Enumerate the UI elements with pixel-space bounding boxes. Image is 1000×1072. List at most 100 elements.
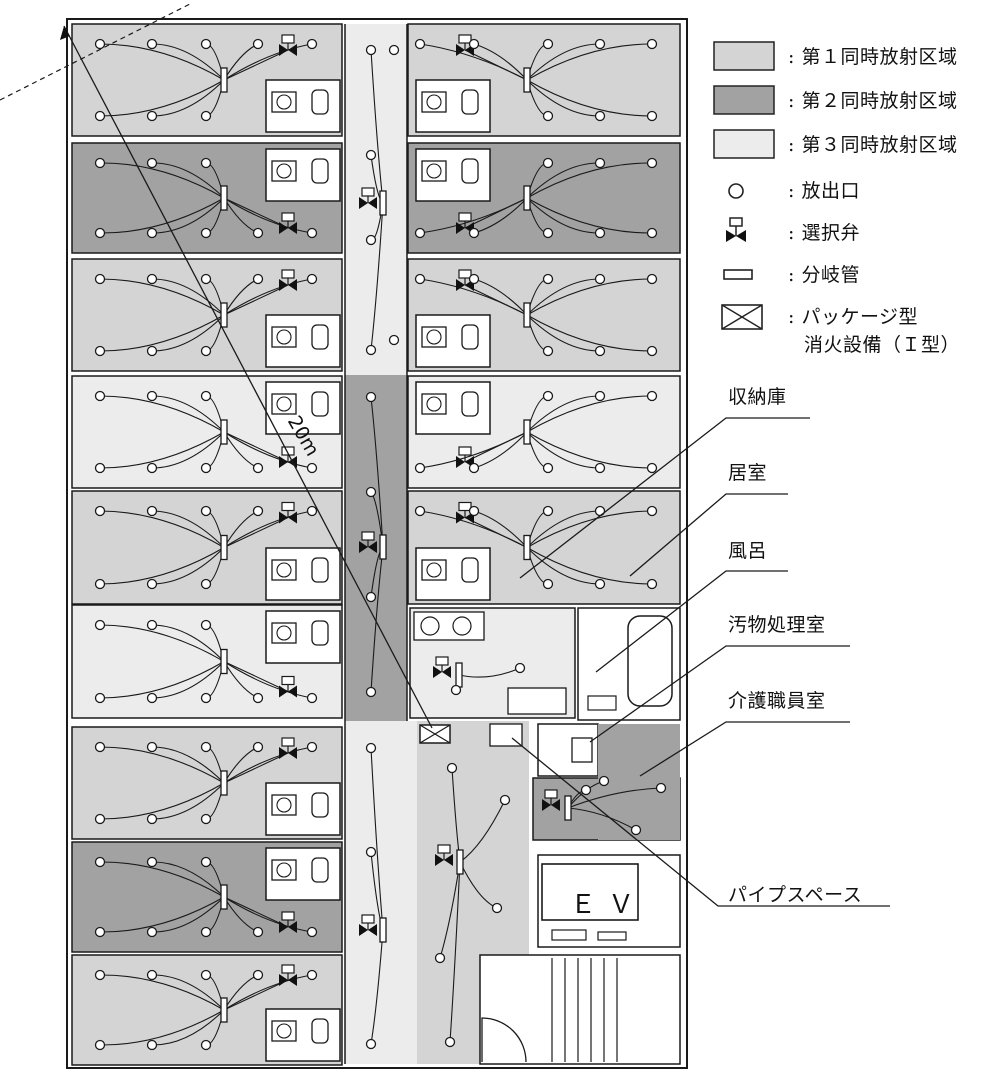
pipe-line <box>151 624 225 662</box>
outlet-icon <box>94 273 106 285</box>
outlet-icon <box>491 902 503 914</box>
pipe-line <box>99 431 225 469</box>
sink-bowl <box>276 396 292 412</box>
pipe-feed <box>223 49 289 81</box>
pipe-line <box>370 396 384 548</box>
zone2-swatch <box>713 85 775 115</box>
pipe-line <box>459 799 506 863</box>
outlet-icon <box>306 692 318 704</box>
outlet-icon <box>200 619 212 631</box>
outlet-icon <box>434 952 446 964</box>
pipe-feed <box>223 431 289 463</box>
valve-icon <box>279 685 297 698</box>
outlet-icon <box>200 462 212 474</box>
pipe-line <box>526 197 653 234</box>
branch-pipe-icon <box>523 67 531 93</box>
outlet-icon <box>542 462 554 474</box>
package-unit-icon <box>721 304 763 330</box>
legend-zone1: : 第１同時放射区域 <box>708 38 1000 74</box>
outlet-icon <box>146 856 158 868</box>
pipe-line <box>151 197 225 234</box>
valve-cap <box>437 844 451 854</box>
pipe-line <box>223 43 313 81</box>
pipe-line <box>473 43 528 81</box>
pipe-line <box>526 278 653 316</box>
pipe-line <box>151 661 225 699</box>
callout-leader <box>511 737 890 907</box>
pipe-line <box>526 197 601 234</box>
outlet-icon <box>146 227 158 239</box>
outlet-icon <box>542 505 554 517</box>
outlet-icon <box>306 969 318 981</box>
outlet-icon <box>414 462 426 474</box>
legend-package-label2: 消火設備（Ｉ型） <box>804 334 961 356</box>
legend-branch: : 分岐管 <box>708 256 1000 292</box>
outlet-icon <box>200 856 212 868</box>
valve-cap <box>458 212 472 222</box>
valve-icon <box>542 799 560 811</box>
outlet-icon <box>646 505 658 517</box>
legend-valve: : 選択弁 <box>708 214 1000 250</box>
outlet-icon <box>444 1036 456 1048</box>
sink-bowl <box>426 94 442 110</box>
pipe-line <box>526 278 601 316</box>
outlet-icon <box>200 110 212 122</box>
sink-icon <box>271 160 297 182</box>
outlet-icon <box>630 824 642 836</box>
elevator-panel <box>597 931 627 941</box>
outlet-icon <box>542 578 554 590</box>
outlet-icon <box>94 619 106 631</box>
branch-pipe-icon <box>523 534 531 561</box>
outlet-icon <box>146 1039 158 1051</box>
pipe-line <box>458 667 521 678</box>
outlet-icon <box>646 273 658 285</box>
pipe-line <box>419 431 528 469</box>
outlet-icon <box>594 110 606 122</box>
pipe-line <box>526 79 653 117</box>
pipe-line <box>526 510 601 548</box>
valve-cap <box>281 911 295 921</box>
utility-machines <box>507 687 567 715</box>
sink-icon <box>271 91 297 113</box>
outlet-icon <box>594 273 606 285</box>
valve-icon <box>456 511 474 524</box>
pipe-feed <box>223 661 289 692</box>
outlet-icon <box>594 157 606 169</box>
outlet-icon <box>542 345 554 357</box>
valve-cap <box>361 187 375 197</box>
outlet-icon <box>414 38 426 50</box>
sink-bowl <box>426 396 442 412</box>
legend-package-label: : パッケージ型 <box>788 306 919 328</box>
elevator-door-icon <box>551 929 587 941</box>
outlet-icon <box>365 686 377 698</box>
valve-cap <box>281 269 295 279</box>
sink-icon <box>271 622 297 644</box>
valve-cap <box>435 656 449 666</box>
outlet-icon <box>365 391 377 403</box>
legend-outlet-label: : 放出口 <box>788 180 860 202</box>
legend-valve-label: : 選択弁 <box>788 222 860 244</box>
callout-leader <box>639 721 850 777</box>
outlet-icon <box>580 784 592 796</box>
sink-icon <box>421 160 447 182</box>
callout-bath: 風呂 <box>728 540 768 562</box>
legend-package: : パッケージ型 消火設備（Ｉ型） <box>708 298 1000 368</box>
pipe-line <box>419 197 528 234</box>
callout-waste: 汚物処理室 <box>728 614 826 636</box>
outlet-icon <box>594 578 606 590</box>
valve-icon <box>726 217 746 242</box>
valve-icon <box>279 279 297 291</box>
valve-icon <box>279 921 297 933</box>
distance-line <box>63 25 433 729</box>
valve-cap <box>281 737 295 747</box>
pipe-line <box>223 746 313 784</box>
legend-zone2: : 第２同時放射区域 <box>708 82 1000 118</box>
pipe-line <box>99 974 225 1011</box>
utility-sinks <box>413 611 485 641</box>
valve-icon <box>456 456 474 468</box>
pipe-line <box>151 547 225 585</box>
valve-icon <box>279 974 297 986</box>
pipe-line <box>419 278 528 316</box>
outlet-icon <box>94 741 106 753</box>
pipe-line <box>99 547 225 585</box>
